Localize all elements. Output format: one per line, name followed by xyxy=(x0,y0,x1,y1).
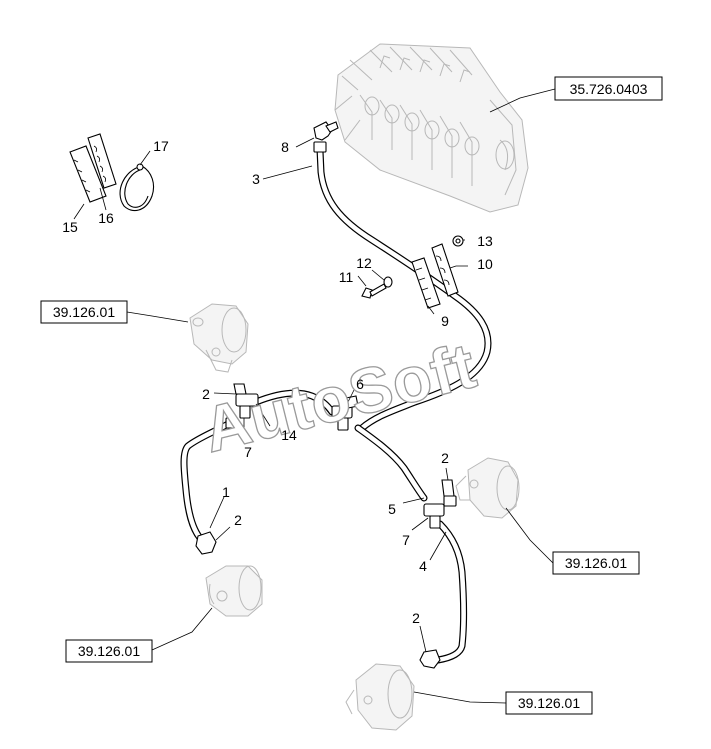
actuator-bottom-left xyxy=(205,565,263,617)
ref-box-actuator-bottom-left[interactable]: 39.126.01 xyxy=(65,639,153,663)
callout-2-right: 2 xyxy=(441,450,449,466)
callout-7-right: 7 xyxy=(402,532,410,548)
ref-label-actuator-bottom: 39.126.01 xyxy=(518,695,580,711)
callout-15: 15 xyxy=(62,219,78,235)
ref-box-actuator-bottom[interactable]: 39.126.01 xyxy=(505,691,593,715)
callout-14: 14 xyxy=(281,427,297,443)
adapter-bottom-left xyxy=(195,531,217,555)
actuator-top-left xyxy=(189,303,249,373)
callout-7-left: 7 xyxy=(244,444,252,460)
elbow-fitting-8 xyxy=(313,121,339,153)
hose-1 xyxy=(180,420,232,542)
callouts: 8 3 17 15 16 13 10 12 11 9 2 6 14 7 2 1 … xyxy=(62,138,493,626)
callout-2-bottom: 2 xyxy=(412,610,420,626)
ref-box-valve-block[interactable]: 35.726.0403 xyxy=(554,76,663,101)
bolt-11 xyxy=(361,283,387,299)
ref-label-actuator-bottom-left: 39.126.01 xyxy=(78,643,140,659)
hose-4 xyxy=(434,520,467,664)
callout-11: 11 xyxy=(339,269,354,285)
callout-1: 1 xyxy=(222,484,230,500)
callout-10: 10 xyxy=(477,256,493,272)
control-valve-block xyxy=(334,43,529,213)
tee-fitting-left xyxy=(225,383,259,429)
callout-16: 16 xyxy=(98,210,114,226)
callout-9: 9 xyxy=(441,313,449,329)
ref-label-valve-block: 35.726.0403 xyxy=(570,81,648,97)
hose-5 xyxy=(354,424,428,502)
leader-lines xyxy=(73,88,556,704)
ref-box-actuator-right[interactable]: 39.126.01 xyxy=(552,551,640,575)
clamp-9 xyxy=(411,257,441,309)
clamp-half-16 xyxy=(87,133,117,189)
clamp-half-15 xyxy=(69,145,107,203)
hose-3 xyxy=(316,146,492,432)
tee-fitting-right xyxy=(423,479,457,529)
tee-fitting-center xyxy=(331,395,359,431)
callout-4: 4 xyxy=(419,558,427,574)
retaining-ring-17 xyxy=(119,163,155,212)
callout-2-bottom-left: 2 xyxy=(234,512,242,528)
callout-2-top-left: 2 xyxy=(202,386,210,402)
actuator-right xyxy=(455,457,520,519)
callout-3: 3 xyxy=(252,171,260,187)
adapter-bottom xyxy=(419,649,441,669)
ref-box-actuator-top-left[interactable]: 39.126.01 xyxy=(40,300,128,324)
callout-8: 8 xyxy=(281,139,289,155)
hose-14 xyxy=(252,389,336,416)
washer-12 xyxy=(383,276,393,288)
callout-6: 6 xyxy=(356,376,364,392)
actuator-bottom xyxy=(345,663,415,731)
ref-label-actuator-right: 39.126.01 xyxy=(565,555,627,571)
callout-17: 17 xyxy=(153,138,169,154)
callout-13: 13 xyxy=(477,233,493,249)
clamp-10 xyxy=(431,243,459,297)
callout-5: 5 xyxy=(388,501,396,517)
nut-13 xyxy=(452,235,464,247)
ref-label-actuator-top-left: 39.126.01 xyxy=(53,304,115,320)
callout-12: 12 xyxy=(356,255,372,271)
